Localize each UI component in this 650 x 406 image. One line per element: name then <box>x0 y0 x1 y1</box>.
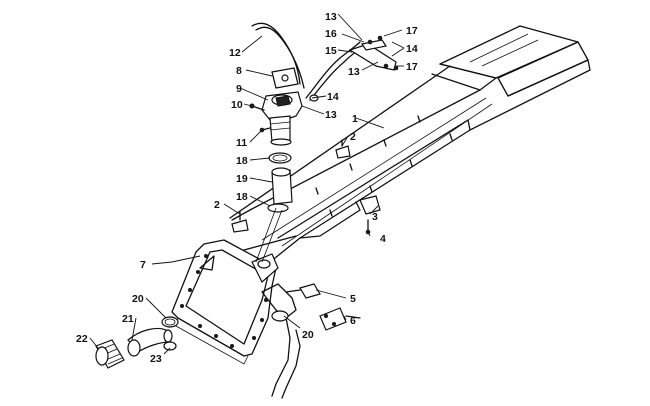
callout-17: 17 <box>406 25 418 37</box>
callout-18: 18 <box>236 155 248 167</box>
callout-5: 5 <box>350 293 356 305</box>
callout-12: 12 <box>229 47 241 59</box>
callout-13: 13 <box>325 109 337 121</box>
callout-21: 21 <box>122 313 134 325</box>
callout-9: 9 <box>236 83 242 95</box>
vent-hose <box>251 22 365 102</box>
callout-4: 4 <box>380 233 386 245</box>
callout-6: 6 <box>350 315 356 327</box>
callout-3: 3 <box>372 211 378 223</box>
outlet-hose <box>261 283 301 399</box>
callout-13: 13 <box>325 11 337 23</box>
callout-19: 19 <box>236 173 248 185</box>
inlet-hose-set <box>95 316 179 369</box>
callout-20: 20 <box>132 293 144 305</box>
callout-20: 20 <box>302 329 314 341</box>
callout-1: 1 <box>352 113 358 125</box>
callout-2: 2 <box>214 199 220 211</box>
hose-and-clamps <box>255 152 293 263</box>
leader-lines <box>89 13 405 355</box>
temperature-sensor <box>285 283 361 331</box>
callout-2: 2 <box>350 131 356 143</box>
callout-17: 17 <box>406 61 418 73</box>
callout-23: 23 <box>150 353 162 365</box>
callout-16: 16 <box>325 28 337 40</box>
thermostat-housing <box>249 67 303 146</box>
callout-labels: 13 17 16 14 15 13 17 12 8 9 14 10 13 1 1… <box>76 11 418 365</box>
retainer-clips <box>231 139 351 233</box>
callout-10: 10 <box>231 99 243 111</box>
callout-22: 22 <box>76 333 88 345</box>
callout-14: 14 <box>406 43 418 55</box>
callout-8: 8 <box>236 65 242 77</box>
callout-15: 15 <box>325 45 337 57</box>
tunnel-cooler-assembly <box>229 25 591 263</box>
callout-18: 18 <box>236 191 248 203</box>
callout-7: 7 <box>140 259 146 271</box>
callout-13: 13 <box>348 66 360 78</box>
callout-11: 11 <box>236 137 247 149</box>
callout-14: 14 <box>327 91 339 103</box>
mount-bracket <box>348 35 399 71</box>
heat-exchanger-tank <box>171 239 279 365</box>
